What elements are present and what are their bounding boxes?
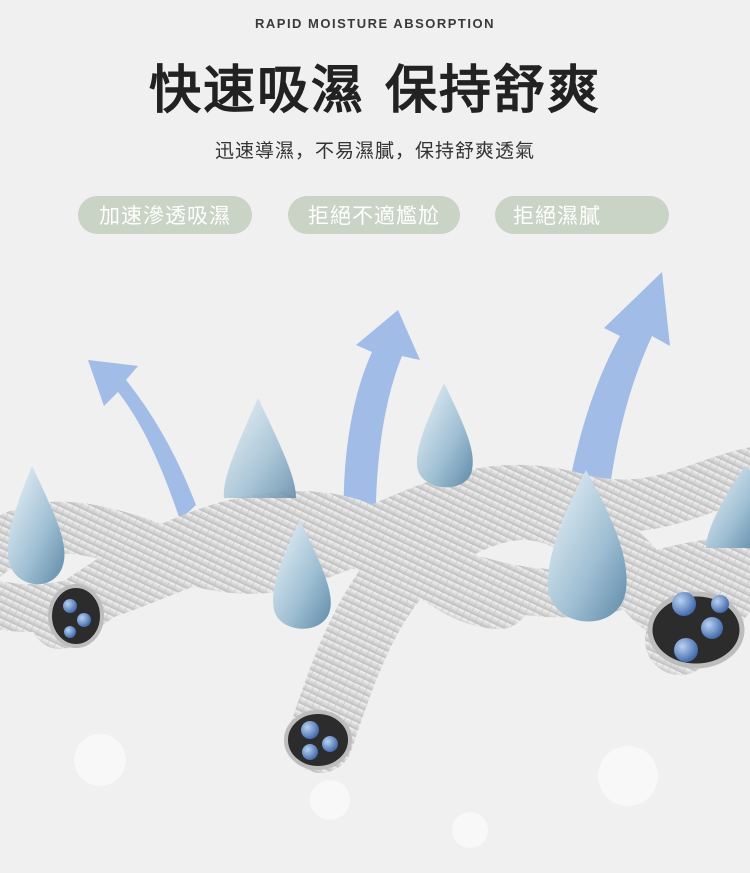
moisture-bubble-icon	[284, 710, 352, 770]
feature-pill-2: 拒絕不適尷尬	[288, 196, 460, 234]
fiber-illustration	[0, 272, 750, 848]
moisture-bubble-icon	[647, 591, 745, 669]
water-droplet-icon	[7, 466, 65, 585]
eyebrow-text: RAPID MOISTURE ABSORPTION	[255, 16, 495, 31]
page-title: 快速吸濕 保持舒爽	[148, 61, 602, 121]
water-droplet-icon	[273, 520, 331, 629]
moisture-bubble-icon	[48, 584, 104, 648]
up-arrow-icon	[88, 360, 196, 520]
feature-pill-1: 加速滲透吸濕	[78, 196, 252, 234]
up-arrow-icon	[343, 310, 420, 540]
water-droplet-icon	[706, 466, 750, 548]
water-droplet-icon	[417, 383, 473, 488]
feature-pill-3: 拒絕濕膩	[495, 196, 669, 234]
subtitle: 迅速導濕，不易濕膩，保持舒爽透氣	[214, 140, 535, 162]
water-droplet-icon	[223, 398, 296, 498]
fiber-strand-icon	[31, 490, 529, 649]
water-droplet-icon	[547, 470, 627, 622]
